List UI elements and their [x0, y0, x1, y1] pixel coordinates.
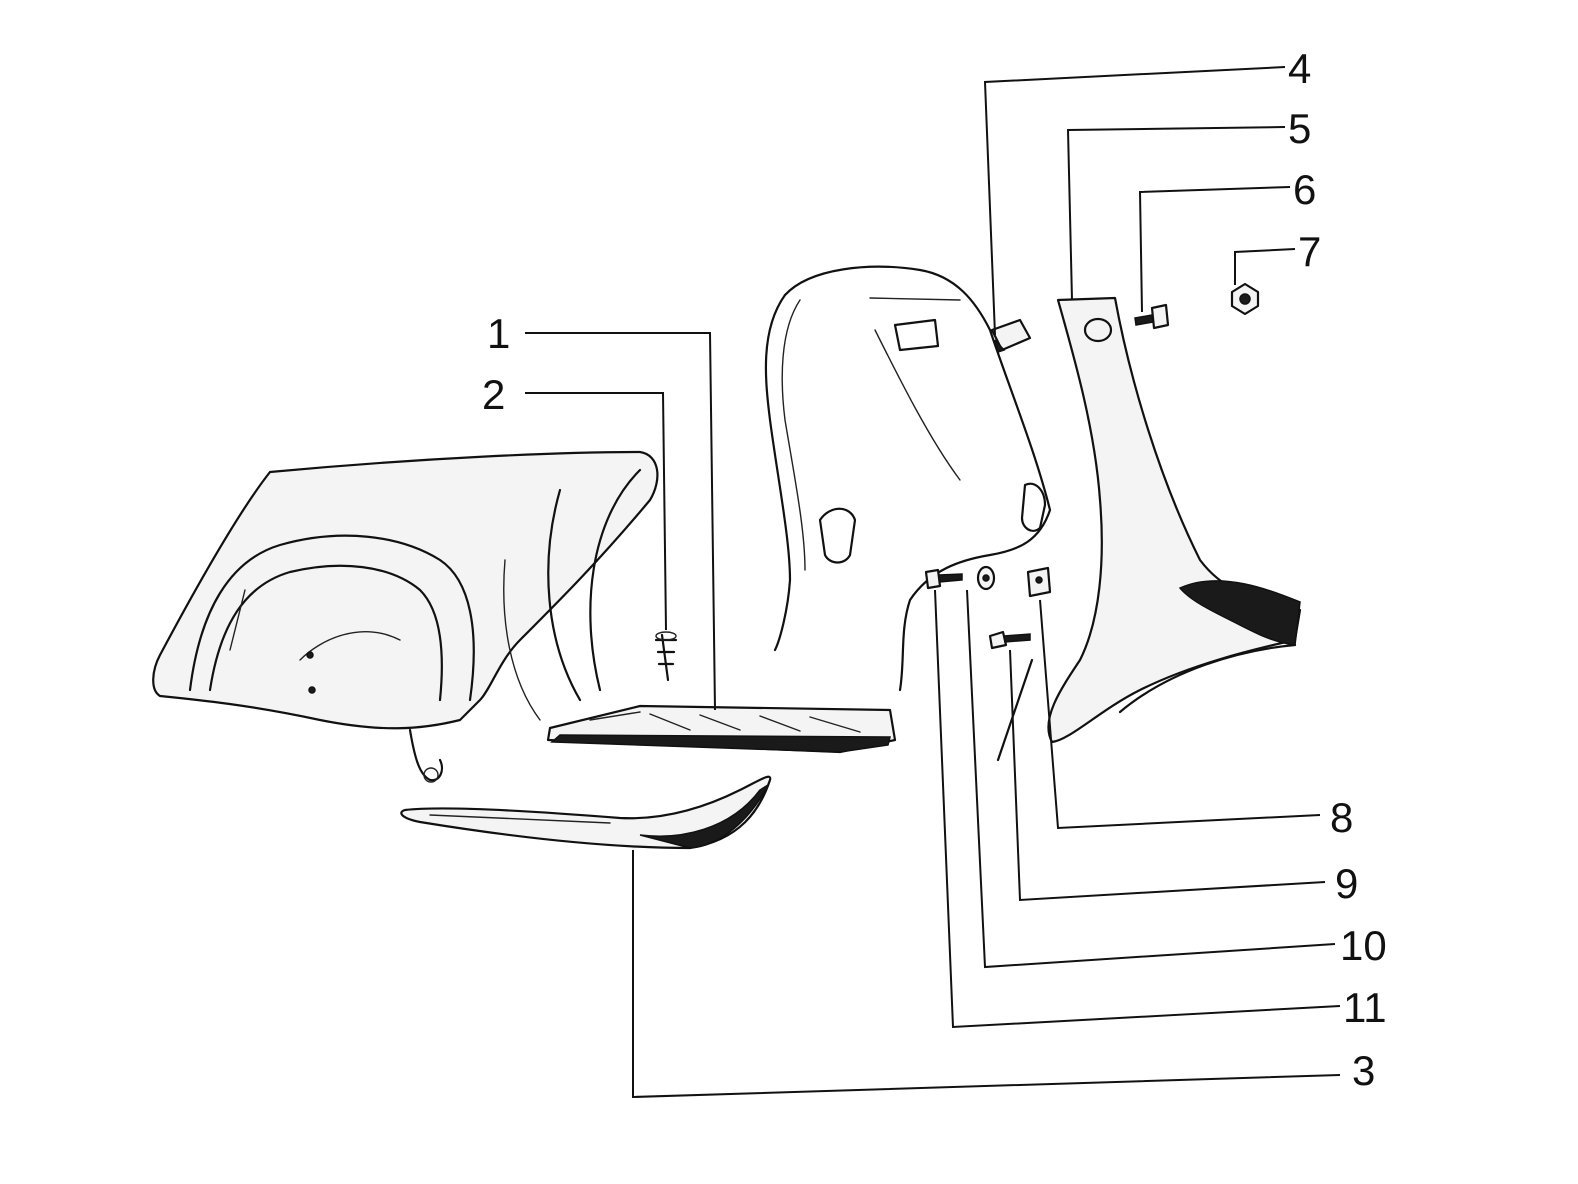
callout-7: 7 [1298, 228, 1321, 275]
leader-lines [525, 66, 1341, 1099]
plug-fastener-part [654, 631, 678, 682]
leader-line-7 [1234, 248, 1296, 285]
screw-part-small [988, 630, 1034, 762]
leader-line-2 [525, 392, 667, 631]
leader-line-6 [1138, 186, 1291, 313]
callout-9: 9 [1335, 860, 1358, 907]
leader-line-4 [983, 66, 1286, 336]
leader-line-1 [525, 332, 716, 711]
nut-part [1230, 282, 1260, 316]
leader-line-8 [1039, 599, 1321, 830]
leg-shield-part [764, 265, 1052, 692]
pin-fastener-part [990, 318, 1032, 353]
leader-line-3 [632, 850, 1341, 1099]
screw-part-tiny [924, 568, 963, 590]
leader-line-10 [966, 589, 1336, 969]
callout-11: 11 [1343, 984, 1387, 1031]
callout-4: 4 [1288, 45, 1311, 92]
callout-5: 5 [1288, 105, 1311, 152]
callout-8: 8 [1330, 794, 1353, 841]
floor-mat-part [546, 704, 897, 754]
side-cowl-part [152, 450, 659, 783]
washer-part [976, 565, 996, 591]
callout-10: 10 [1340, 922, 1387, 969]
screw-part [1134, 303, 1170, 330]
leader-line-11 [934, 589, 1341, 1029]
callout-6: 6 [1293, 166, 1316, 213]
leader-line-5 [1066, 126, 1286, 301]
leader-line-9 [1009, 649, 1326, 902]
callout-2: 2 [482, 371, 505, 418]
callout-labels: 1 2 3 4 5 6 7 8 9 10 11 [482, 45, 1387, 1094]
running-board-part [400, 775, 772, 850]
clip-part [1026, 566, 1052, 598]
horn-cover-part [1047, 296, 1302, 744]
callout-1: 1 [487, 310, 510, 357]
callout-3: 3 [1352, 1047, 1375, 1094]
